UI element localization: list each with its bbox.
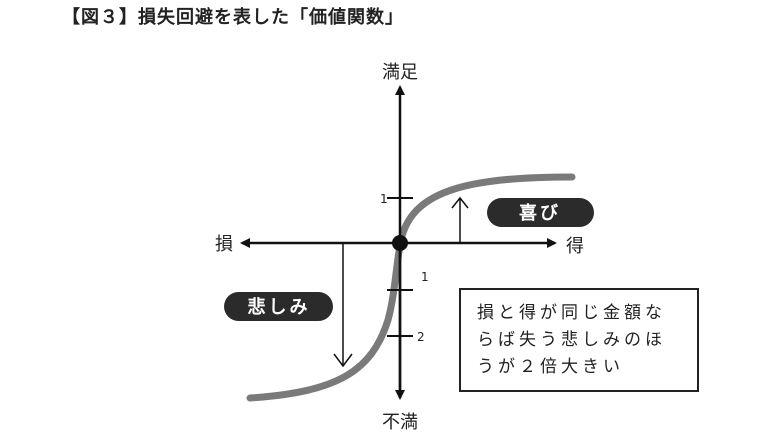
figure-title: 【図３】損失回避を表した「価値関数」 bbox=[62, 7, 404, 28]
note-line: うが２倍大きい bbox=[477, 357, 624, 377]
explanation-box: 損と得が同じ金額な らば失う悲しみのほ うが２倍大きい bbox=[459, 288, 699, 392]
axis-label-right: 得 bbox=[566, 236, 584, 257]
axis-label-bottom: 不満 bbox=[382, 412, 418, 433]
tick-label-down-1: 1 bbox=[421, 270, 429, 284]
tick-label-up-1: 1 bbox=[380, 192, 388, 206]
loss-pill bbox=[224, 292, 333, 321]
gain-pill bbox=[487, 198, 594, 227]
gain-arrowhead-icon bbox=[451, 196, 469, 209]
value-curve bbox=[246, 173, 576, 402]
loss-arrowhead-icon bbox=[333, 353, 353, 368]
axis-label-top: 満足 bbox=[382, 62, 418, 83]
origin-point bbox=[392, 235, 408, 251]
loss-label: 悲しみ bbox=[248, 296, 311, 318]
axis-label-left: 損 bbox=[215, 234, 233, 255]
gain-label: 喜び bbox=[519, 203, 561, 224]
tick-label-down-2: 2 bbox=[417, 330, 425, 344]
note-line: らば失う悲しみのほ bbox=[477, 330, 666, 350]
note-line: 損と得が同じ金額な bbox=[477, 303, 666, 323]
